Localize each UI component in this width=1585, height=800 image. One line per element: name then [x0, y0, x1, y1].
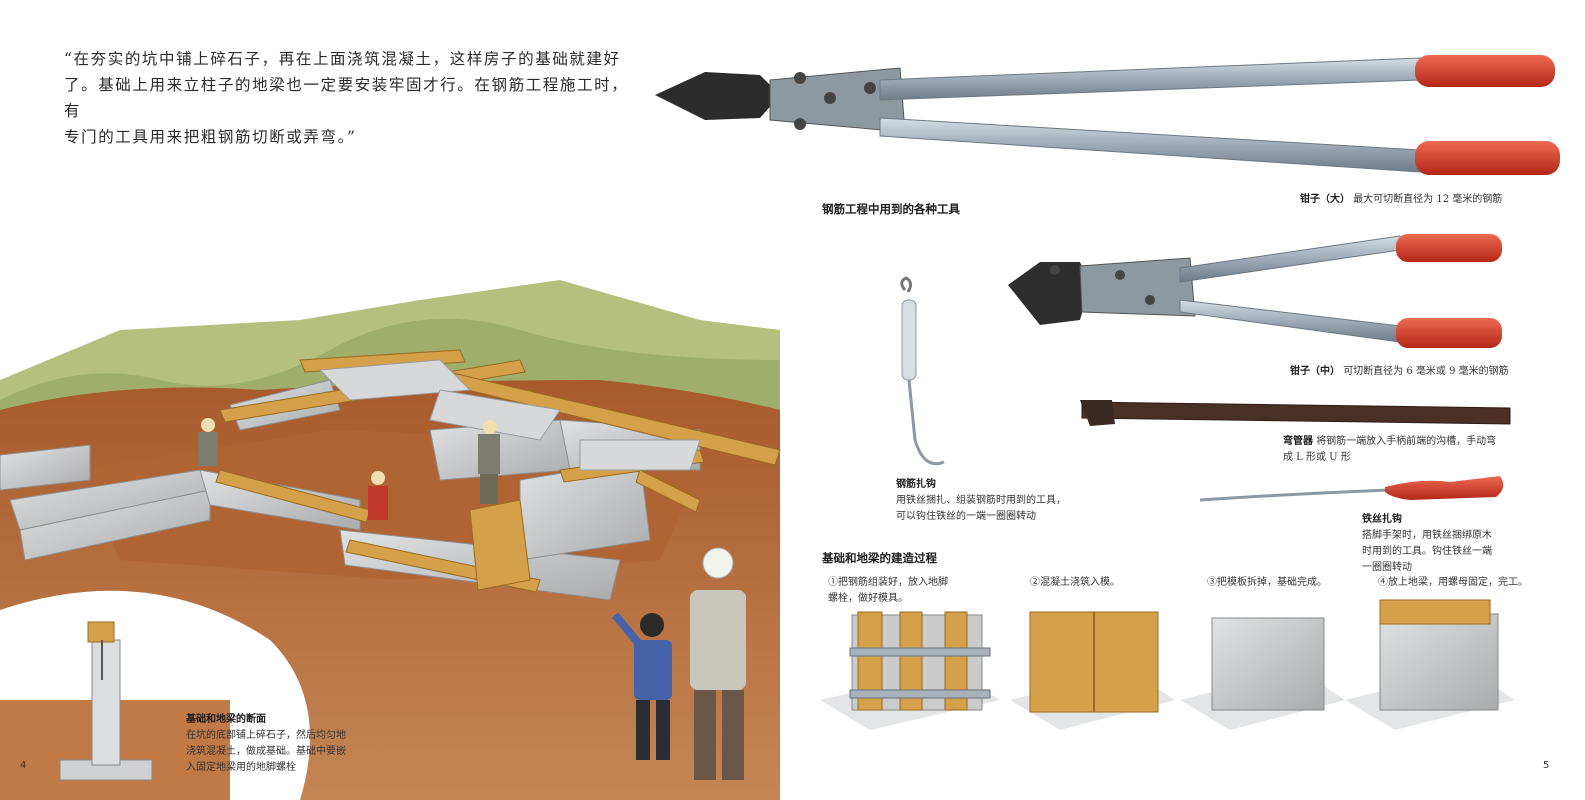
bender-caption: 弯管器 将钢筋一端放入手柄前端的沟槽，手动弯 成 L 形或 U 形 — [1283, 434, 1496, 466]
process-step-3: ③把模板拆掉，基础完成。 — [1207, 575, 1327, 591]
large-bolt-cutter-illustration — [655, 55, 1560, 175]
step-text: ③把模板拆掉，基础完成。 — [1207, 577, 1327, 588]
rebar-hook-illustration — [900, 276, 945, 466]
wire-hook-illustration — [1199, 476, 1504, 502]
section-caption: 基础和地梁的断面 在坑的底部铺上碎石子，然后均匀地 浇筑混凝土，做成基础。基础中… — [186, 712, 346, 776]
process-step4-illustration — [1345, 599, 1515, 730]
page-number-right: 5 — [1543, 760, 1550, 771]
process-step-4: ④放上地梁，用螺母固定，完工。 — [1378, 575, 1528, 591]
rebar-hook-desc: 可以钩住铁丝的一端一圈圈转动 — [896, 511, 1036, 522]
process-step3-illustration — [1180, 617, 1345, 730]
process-step2-illustration — [1010, 611, 1175, 730]
bender-name: 弯管器 — [1283, 436, 1313, 447]
bender-desc: 将钢筋一端放入手柄前端的沟槽，手动弯 — [1316, 436, 1497, 447]
wire-hook-desc: 一圈圈转动 — [1362, 562, 1412, 573]
section-caption-text: 入固定地梁用的地脚螺栓 — [186, 762, 296, 773]
step-text: ①把钢筋组装好，放入地脚 — [828, 577, 948, 588]
wire-hook-name: 铁丝扎钩 — [1362, 514, 1402, 525]
step-text: ②混凝土浇筑入模。 — [1030, 577, 1120, 588]
rebar-hook-name: 钢筋扎钩 — [896, 479, 936, 490]
wire-hook-caption: 铁丝扎钩 搭脚手架时，用铁丝捆绑原木 时用到的工具。钩住铁丝一端 一圈圈转动 — [1362, 512, 1492, 576]
process-step-1: ①把钢筋组装好，放入地脚 螺栓，做好模具。 — [828, 575, 948, 607]
cross-section-diagram — [59, 621, 153, 781]
medium-cutter-desc: 可切断直径为 6 毫米或 9 毫米的钢筋 — [1343, 366, 1509, 377]
quote-line: 了。基础上用来立柱子的地梁也一定要安装牢固才行。在钢筋工程施工时，有 — [64, 76, 629, 120]
quote-line: “在夯实的坑中铺上碎石子，再在上面浇筑混凝土，这样房子的基础就建好 — [64, 50, 621, 68]
process-step-2: ②混凝土浇筑入模。 — [1030, 575, 1120, 591]
process-heading: 基础和地梁的建造过程 — [822, 551, 937, 565]
rebar-hook-caption: 钢筋扎钩 用铁丝捆扎、组装钢筋时用到的工具， 可以钩住铁丝的一端一圈圈转动 — [896, 477, 1066, 525]
large-cutter-name: 钳子（大） — [1300, 194, 1350, 205]
rebar-hook-desc: 用铁丝捆扎、组装钢筋时用到的工具， — [896, 495, 1066, 506]
tools-heading: 钢筋工程中用到的各种工具 — [822, 202, 960, 216]
large-cutter-caption: 钳子（大） 最大可切断直径为 12 毫米的钢筋 — [1300, 192, 1502, 208]
foundation-scene-illustration — [0, 280, 781, 800]
section-caption-text: 在坑的底部铺上碎石子，然后均匀地 — [186, 730, 346, 741]
section-caption-text: 浇筑混凝土，做成基础。基础中要嵌 — [186, 746, 346, 757]
wire-hook-desc: 搭脚手架时，用铁丝捆绑原木 — [1362, 530, 1492, 541]
step-text: ④放上地梁，用螺母固定，完工。 — [1378, 577, 1528, 588]
section-caption-title: 基础和地梁的断面 — [186, 714, 266, 725]
quote-line: 专门的工具用来把粗钢筋切断或弄弯。” — [64, 128, 357, 146]
wire-hook-desc: 时用到的工具。钩住铁丝一端 — [1362, 546, 1492, 557]
large-cutter-desc: 最大可切断直径为 12 毫米的钢筋 — [1353, 194, 1503, 205]
medium-bolt-cutter-illustration — [1008, 234, 1502, 348]
step-text: 螺栓，做好模具。 — [828, 593, 908, 604]
bender-desc: 成 L 形或 U 形 — [1283, 452, 1351, 463]
bender-illustration — [1080, 400, 1511, 426]
intro-quote: “在夯实的坑中铺上碎石子，再在上面浇筑混凝土，这样房子的基础就建好 了。基础上用… — [64, 46, 634, 150]
medium-cutter-caption: 钳子（中） 可切断直径为 6 毫米或 9 毫米的钢筋 — [1290, 364, 1509, 380]
process-step1-illustration — [820, 611, 1000, 730]
worker-figures — [198, 418, 500, 520]
medium-cutter-name: 钳子（中） — [1290, 366, 1340, 377]
page-number-left: 4 — [20, 760, 27, 771]
observer-figures — [611, 547, 746, 780]
